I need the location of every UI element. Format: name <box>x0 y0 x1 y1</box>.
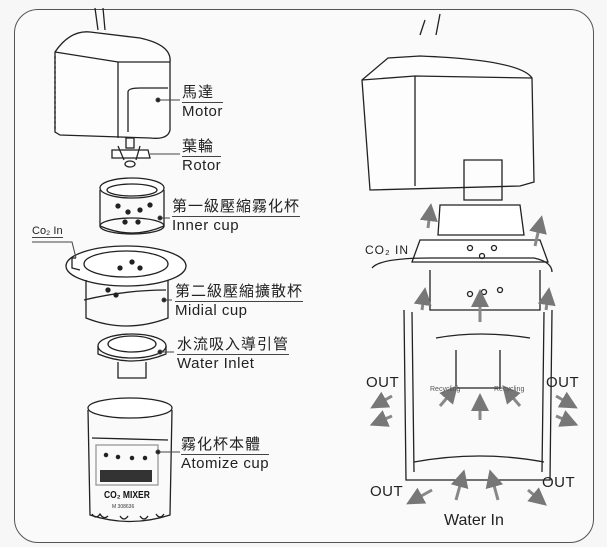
label-out-upper-left: OUT <box>366 374 400 391</box>
label-recycling-left: Recycling <box>430 386 461 393</box>
label-atomize-cup-en: Atomize cup <box>181 455 270 472</box>
water-inlet-part <box>97 333 167 379</box>
label-co2-in-left: Co₂ In <box>32 225 63 238</box>
label-water-in: Water In <box>444 512 504 529</box>
label-midial-cup-en: Midial cup <box>175 302 248 319</box>
label-out-lower-right: OUT <box>542 474 576 491</box>
flow-arrows <box>369 203 579 506</box>
product-marking: CO₂ MIXER <box>104 490 150 501</box>
label-inner-cup: 第一級壓縮霧化杯 Inner cup <box>172 198 301 234</box>
cross-section-part <box>361 13 553 481</box>
label-motor-zh: 馬達 <box>182 84 223 103</box>
label-motor-en: Motor <box>182 103 223 120</box>
label-inner-cup-en: Inner cup <box>172 217 240 234</box>
label-midial-cup-zh: 第二級壓縮擴散杯 <box>175 283 304 302</box>
label-rotor-en: Rotor <box>182 157 222 174</box>
motor-part <box>54 7 171 139</box>
atomize-cup-part <box>87 397 173 523</box>
label-water-inlet-en: Water Inlet <box>177 355 255 372</box>
label-water-inlet-zh: 水流吸入導引管 <box>177 336 290 355</box>
leader-lines <box>32 97 180 455</box>
label-out-upper-right: OUT <box>546 374 580 391</box>
label-rotor: 葉輪 Rotor <box>182 138 222 174</box>
midial-cup-part <box>65 245 187 327</box>
label-out-lower-left: OUT <box>370 483 404 500</box>
serial-marking: M 308636 <box>112 504 135 510</box>
label-midial-cup: 第二級壓縮擴散杯 Midial cup <box>175 283 304 319</box>
label-recycling-right: Recycling <box>494 386 525 393</box>
label-rotor-zh: 葉輪 <box>182 138 222 157</box>
label-water-inlet: 水流吸入導引管 Water Inlet <box>177 336 290 372</box>
label-inner-cup-zh: 第一級壓縮霧化杯 <box>172 198 301 217</box>
label-atomize-cup-zh: 霧化杯本體 <box>181 436 270 455</box>
label-motor: 馬達 Motor <box>182 84 223 120</box>
label-atomize-cup: 霧化杯本體 Atomize cup <box>181 436 270 472</box>
rotor-part <box>111 137 151 168</box>
label-co2-in-right: CO₂ IN <box>365 243 409 257</box>
inner-cup-part <box>99 177 165 235</box>
